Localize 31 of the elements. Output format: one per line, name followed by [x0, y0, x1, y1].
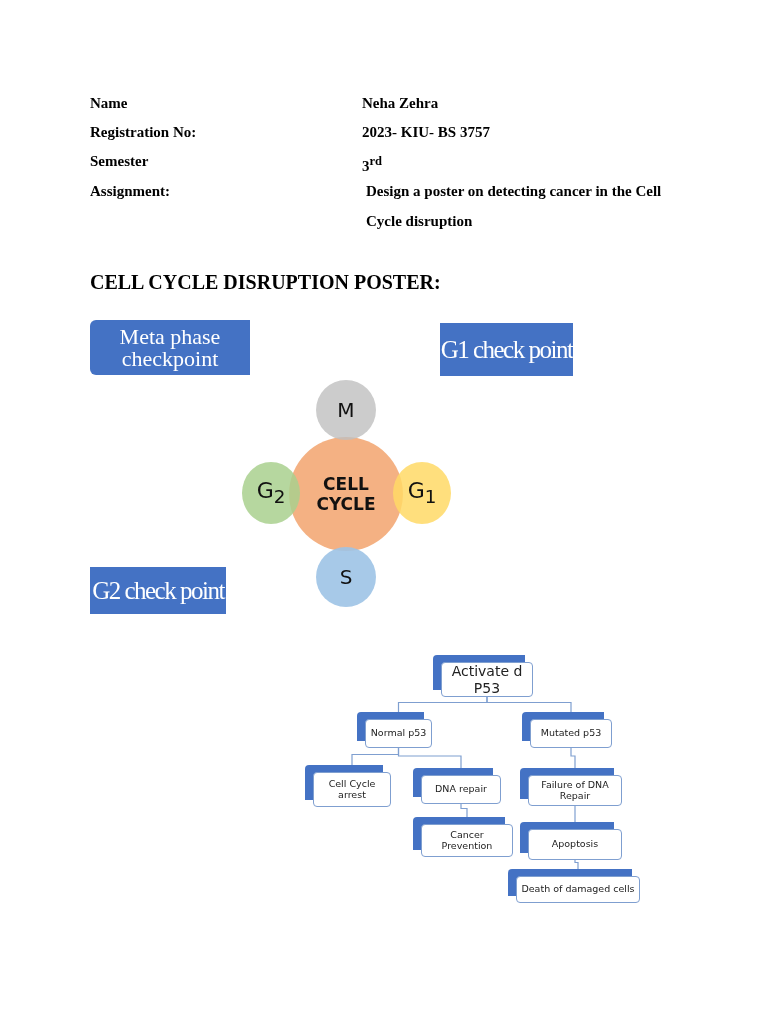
process-box: Mutated p53: [522, 712, 612, 748]
connector-line: [574, 859, 579, 870]
phase-circle: S: [316, 547, 376, 607]
process-box: Activate d P53: [433, 655, 533, 697]
connector-line: [570, 747, 576, 769]
field-label: Name: [90, 95, 128, 112]
field-label: Semester: [90, 153, 149, 170]
poster-title: CELL CYCLE DISRUPTION POSTER:: [90, 271, 441, 294]
phase-circle: G$_{2}$: [242, 462, 300, 524]
process-box: Failure of DNA Repair: [520, 768, 622, 806]
phase-circle: M: [316, 380, 376, 440]
field-value: Neha Zehra: [362, 94, 440, 113]
connector-line: [460, 803, 468, 818]
checkpoint-label: Meta phase checkpoint: [90, 320, 250, 375]
field-value: 2023- KIU- BS 3757: [362, 123, 491, 142]
checkpoint-label: G1 check point: [440, 323, 573, 376]
phase-circle: G$_{1}$: [393, 462, 451, 524]
process-box: Cancer Prevention: [413, 817, 513, 857]
process-box: Cell Cycle arrest: [305, 765, 391, 807]
connector-line: [397, 747, 462, 769]
checkpoint-label: G2 check point: [90, 567, 226, 614]
process-box: DNA repair: [413, 768, 501, 804]
process-box: Death of damaged cells: [508, 869, 640, 903]
field-value: Design a poster on detecting cancer in the Cell Cycle disruption: [366, 182, 663, 231]
process-box: Normal p53: [357, 712, 432, 748]
connector-line: [486, 696, 572, 713]
process-box: Apoptosis: [520, 822, 622, 860]
field-value: 3$^{rd}$: [362, 153, 383, 176]
field-label: Registration No:: [90, 124, 197, 141]
field-label: Assignment:: [90, 183, 170, 200]
connector-line: [574, 805, 576, 823]
